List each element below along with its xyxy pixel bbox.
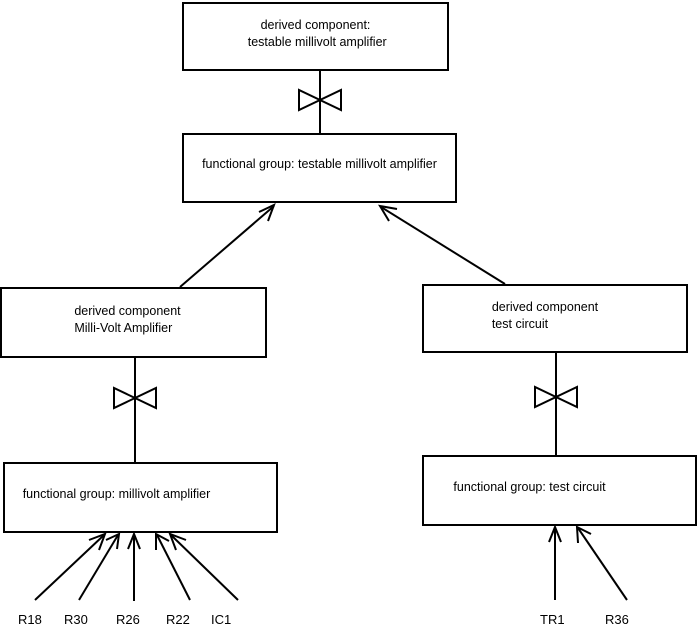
node-label: derived component Milli-Volt Amplifier [74, 303, 181, 335]
bowtie-realization-connector [113, 386, 157, 410]
open-arrowhead-connector [168, 532, 239, 601]
open-arrowhead-connector [34, 532, 107, 601]
open-arrowhead-connector [548, 524, 562, 600]
leaf-label-ic1[interactable]: IC1 [211, 612, 232, 627]
leaf-label-tr1[interactable]: TR1 [540, 612, 565, 627]
open-arrowhead-connector [179, 203, 276, 288]
node-label: derived component test circuit [491, 299, 599, 331]
node-derived-component-test-circuit[interactable]: derived component test circuit [422, 284, 688, 353]
open-arrowhead-connector [155, 532, 191, 601]
open-arrowhead-connector [575, 525, 628, 601]
leaf-label-r18[interactable]: R18 [18, 612, 42, 627]
open-arrowhead-connector [378, 204, 506, 285]
node-label: functional group: testable millivolt amp… [202, 156, 437, 171]
open-arrowhead-connector [78, 532, 121, 601]
node-functional-group-millivolt-amplifier[interactable]: functional group: millivolt amplifier [3, 462, 278, 533]
leaf-label-r26[interactable]: R26 [116, 612, 140, 627]
node-derived-component-testable-millivolt-amplifier[interactable]: derived component: testable millivolt am… [182, 2, 449, 71]
node-label: functional group: test circuit [453, 480, 606, 494]
node-label: derived component: testable millivolt am… [247, 17, 387, 49]
leaf-label-r36[interactable]: R36 [605, 612, 629, 627]
bowtie-realization-connector [534, 385, 578, 409]
leaf-label-r22[interactable]: R22 [166, 612, 190, 627]
open-arrowhead-connector [127, 531, 141, 601]
node-label: functional group: millivolt amplifier [22, 487, 211, 501]
node-functional-group-testable-millivolt-amplifier[interactable]: functional group: testable millivolt amp… [182, 133, 457, 203]
bowtie-realization-connector [298, 88, 342, 112]
leaf-label-r30[interactable]: R30 [64, 612, 88, 627]
node-functional-group-test-circuit[interactable]: functional group: test circuit [422, 455, 697, 526]
node-derived-component-milli-volt-amplifier[interactable]: derived component Milli-Volt Amplifier [0, 287, 267, 358]
